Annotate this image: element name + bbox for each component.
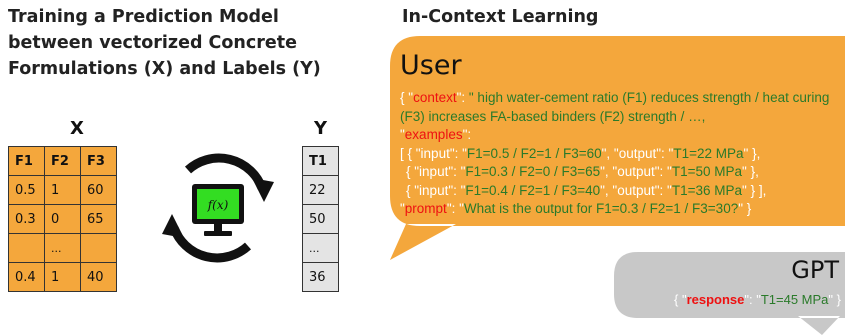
example-input: F1=0.4 / F2=1 / F3=40 — [465, 182, 601, 198]
y-table-label: Y — [314, 118, 328, 139]
user-speech-bubble — [390, 36, 845, 260]
x-cell: 1 — [44, 262, 81, 292]
prompt-line: "prompt": "What is the output for F1=0.3… — [400, 201, 752, 216]
x-cell — [80, 233, 117, 263]
y-table-row: 50 — [302, 204, 339, 234]
x-cell: 0.3 — [8, 204, 45, 234]
x-table-header-row: F1 F2 F3 — [8, 146, 117, 176]
example-output: T1=22 MPa — [673, 145, 744, 161]
context-line: { "context": " high water-cement ratio (… — [400, 90, 830, 124]
y-table-row: 36 — [302, 262, 339, 292]
x-cell: 65 — [80, 204, 117, 234]
gpt-response-text: { "response": "T1=45 MPa" } — [674, 292, 841, 307]
model-function-label: f(x) — [207, 198, 229, 212]
cycle-arrows-icon — [169, 153, 267, 263]
y-labels-table: T1 22 50 ... 36 — [302, 146, 339, 292]
y-header-t1: T1 — [302, 146, 339, 176]
example-row: { "input": "F1=0.4 / F2=1 / F3=40", "out… — [406, 182, 767, 198]
y-cell: 36 — [302, 262, 339, 292]
prompt-key: prompt — [404, 201, 447, 216]
y-cell-ellipsis: ... — [302, 233, 339, 263]
context-key: context — [413, 90, 457, 105]
monitor-icon — [192, 184, 244, 236]
x-cell: 60 — [80, 175, 117, 205]
left-title-line-3: Formulations (X) and Labels (Y) — [8, 59, 321, 79]
example-input: F1=0.5 / F2=1 / F3=60 — [466, 145, 602, 161]
response-key: response — [686, 292, 745, 307]
x-cell: 1 — [44, 175, 81, 205]
gpt-speech-bubble — [614, 252, 845, 335]
response-value: T1=45 MPa — [760, 292, 829, 307]
x-cell-ellipsis: ... — [44, 233, 81, 263]
x-table-row: ... — [8, 233, 117, 263]
prompt-value: What is the output for F1=0.3 / F2=1 / F… — [463, 201, 739, 216]
y-table-header-row: T1 — [302, 146, 339, 176]
example-row: [ { "input": "F1=0.5 / F2=1 / F3=60", "o… — [400, 145, 761, 161]
x-features-table: F1 F2 F3 0.5 1 60 0.3 0 65 ... 0.4 1 40 — [8, 146, 117, 292]
y-table-row: 22 — [302, 175, 339, 205]
x-header-f2: F2 — [44, 146, 81, 176]
user-speaker-label: User — [400, 50, 462, 81]
x-table-label: X — [70, 118, 84, 139]
x-cell: 40 — [80, 262, 117, 292]
context-value: " high water-cement ratio (F1) reduces s… — [400, 90, 830, 124]
example-input: F1=0.3 / F2=0 / F3=65 — [465, 164, 601, 179]
left-panel-title: Training a Prediction Model between vect… — [8, 4, 348, 82]
arrowhead-icon — [162, 214, 184, 238]
left-title-line-2: between vectorized Concrete — [8, 33, 297, 53]
example-output: T1=36 MPa — [671, 182, 743, 198]
arrowhead-icon — [252, 178, 274, 202]
example-row: { "input": "F1=0.3 / F2=0 / F3=65", "out… — [406, 164, 759, 179]
example-output: T1=50 MPa — [671, 164, 743, 179]
x-cell: 0 — [44, 204, 81, 234]
x-table-row: 0.5 1 60 — [8, 175, 117, 205]
examples-key: examples — [404, 127, 463, 142]
x-header-f3: F3 — [80, 146, 117, 176]
x-header-f1: F1 — [8, 146, 45, 176]
examples-line: "examples": — [400, 127, 472, 142]
training-model-icon: f(x) — [162, 153, 274, 263]
y-table-row: ... — [302, 233, 339, 263]
right-panel-title: In-Context Learning — [402, 7, 599, 27]
x-table-row: 0.4 1 40 — [8, 262, 117, 292]
y-cell: 50 — [302, 204, 339, 234]
x-cell: 0.5 — [8, 175, 45, 205]
gpt-speaker-label: GPT — [791, 256, 839, 284]
y-cell: 22 — [302, 175, 339, 205]
x-cell — [8, 233, 45, 263]
user-message-text: { "context": " high water-cement ratio (… — [400, 89, 840, 219]
x-table-row: 0.3 0 65 — [8, 204, 117, 234]
x-cell: 0.4 — [8, 262, 45, 292]
left-title-line-1: Training a Prediction Model — [8, 7, 279, 27]
